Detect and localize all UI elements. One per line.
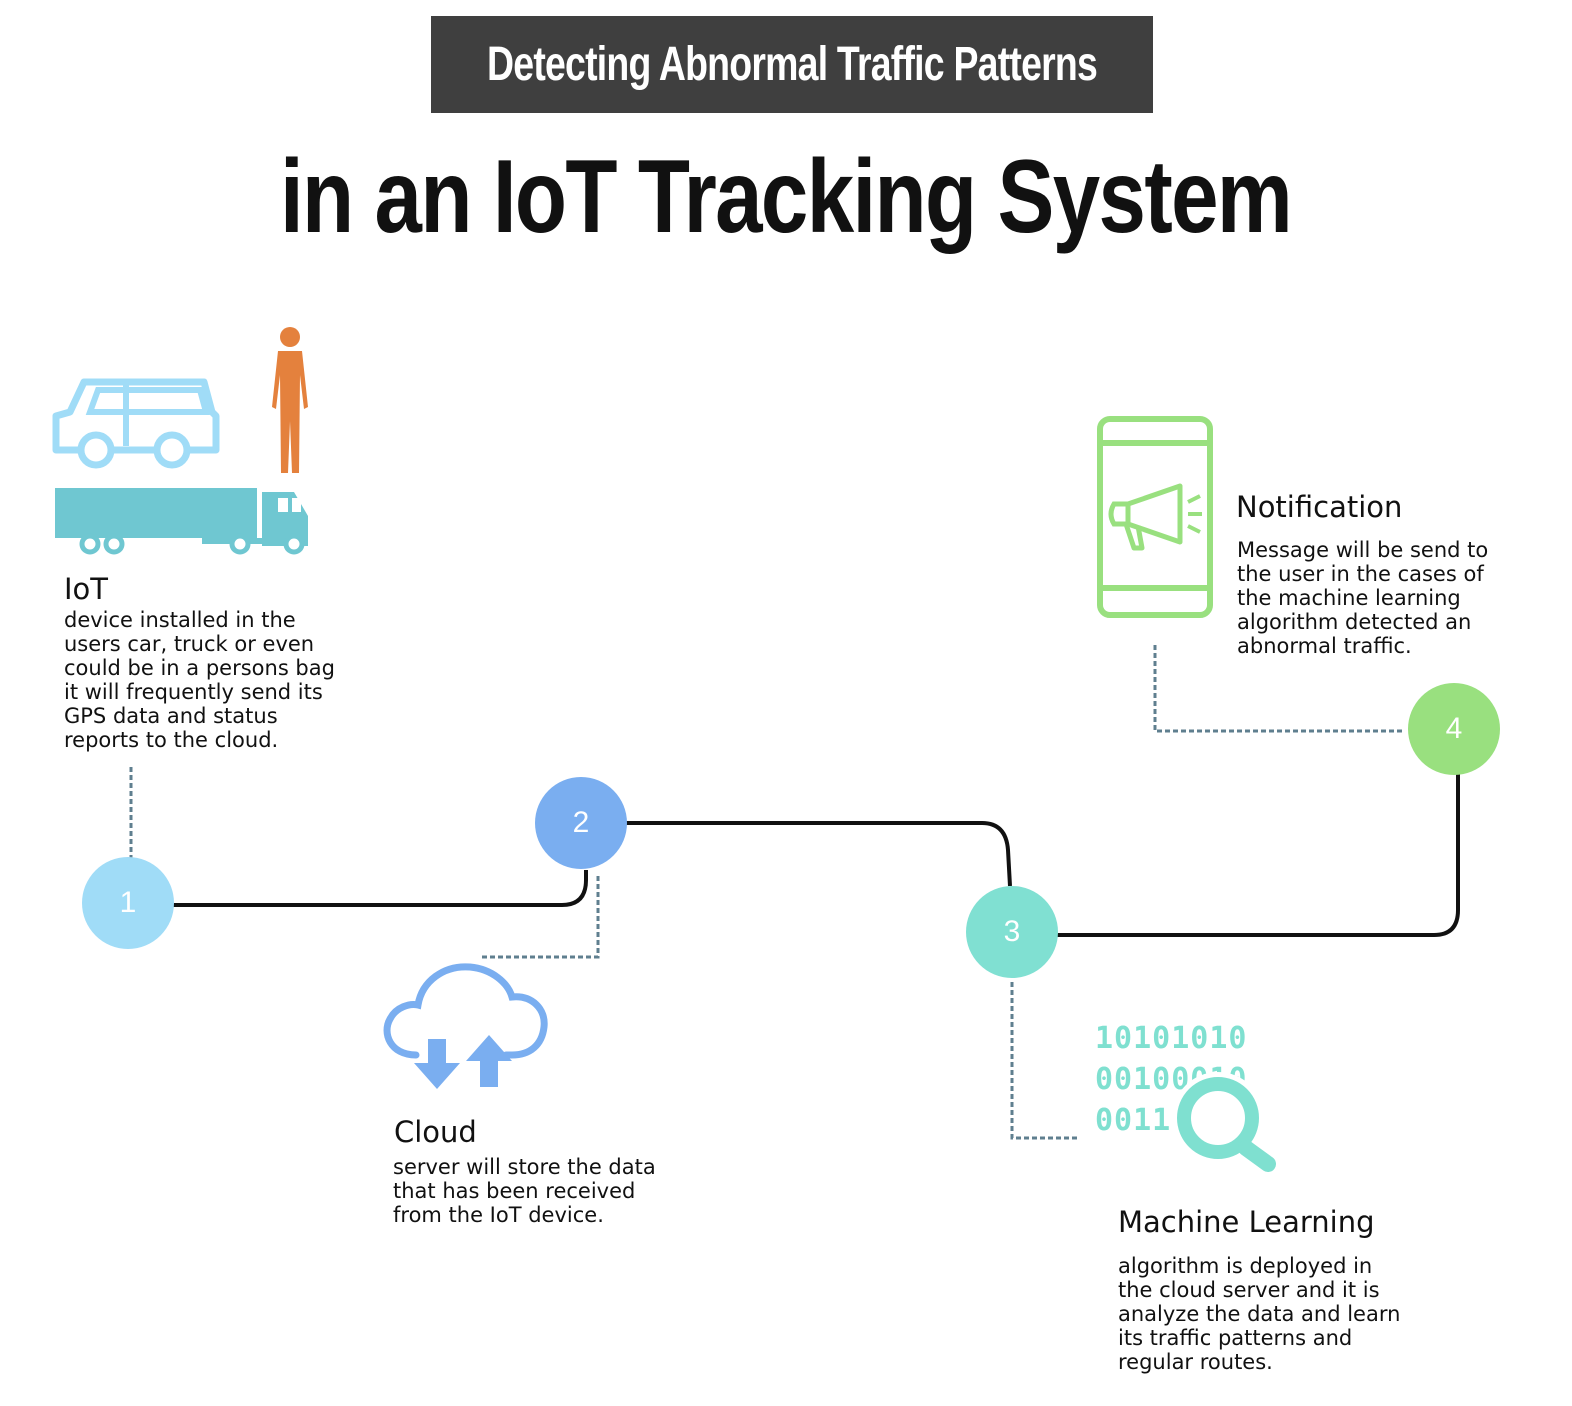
- flow-line-1-2: [172, 870, 588, 907]
- dashed-leader-4: [1153, 645, 1404, 733]
- step-2-title: Cloud: [394, 1115, 477, 1149]
- person-icon: [272, 327, 308, 473]
- flow-line-2-3: [624, 821, 1012, 887]
- step-4-description: Message will be send to the user in the …: [1237, 538, 1489, 658]
- step-node-1: 1: [82, 857, 174, 949]
- step-3-description: algorithm is deployed in the cloud serve…: [1118, 1254, 1401, 1374]
- dashed-leader-2: [480, 876, 600, 959]
- cloud-upload-download-icon: [383, 963, 548, 1089]
- page-title: in an IoT Tracking System: [280, 139, 1293, 255]
- step-2-description: server will store the data that has been…: [393, 1155, 656, 1227]
- step-1-title: IoT: [64, 572, 109, 606]
- dashed-leader-3: [1010, 982, 1078, 1140]
- step-1-description: device installed in the users car, truck…: [64, 608, 335, 752]
- banner-title: Detecting Abnormal Traffic Patterns: [486, 38, 1098, 91]
- flow-line-3-4: [1057, 772, 1460, 937]
- magnifier-icon: [1172, 1072, 1276, 1172]
- car-icon: [52, 378, 220, 469]
- step-3-title: Machine Learning: [1118, 1205, 1375, 1239]
- step-4-title: Notification: [1236, 490, 1403, 524]
- truck-icon: [55, 488, 308, 555]
- banner: Detecting Abnormal Traffic Patterns: [431, 16, 1153, 113]
- step-node-4: 4: [1408, 683, 1500, 775]
- phone-megaphone-icon: [1097, 416, 1213, 618]
- step-node-3: 3: [966, 886, 1058, 978]
- step-node-2: 2: [535, 777, 627, 869]
